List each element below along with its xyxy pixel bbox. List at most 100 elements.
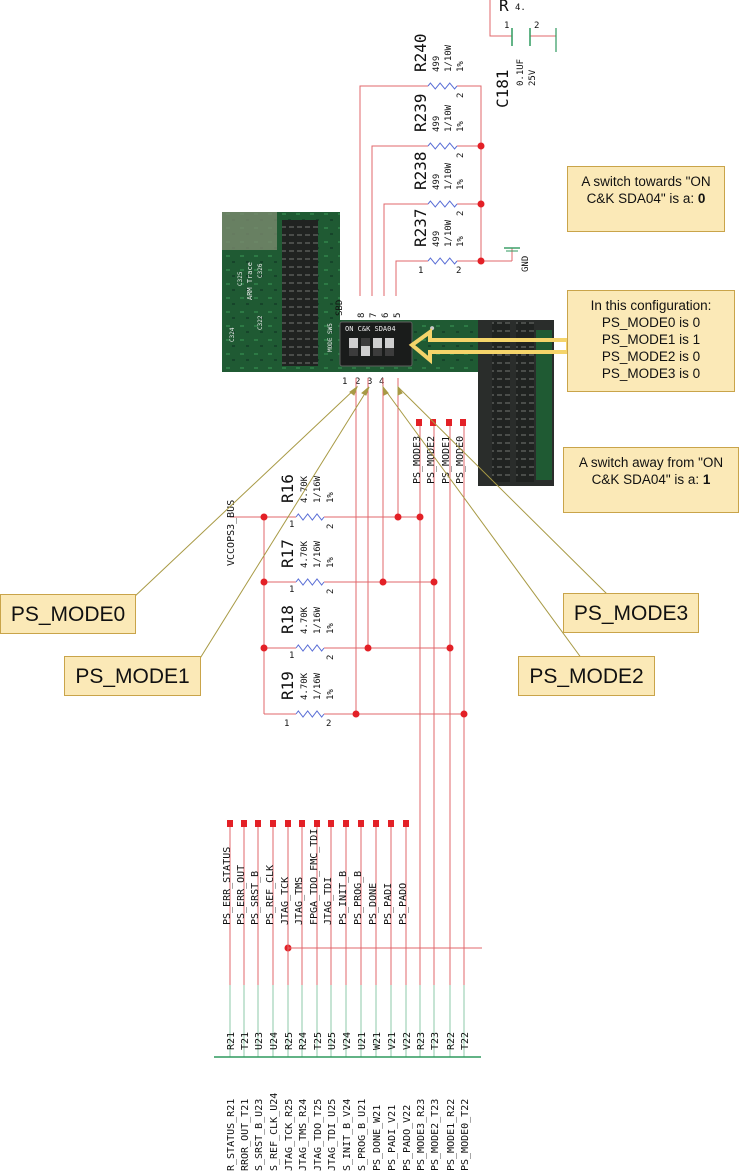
capacitor-c181: C181 0.1UF 25V [493, 59, 538, 108]
config-line-mode2: PS_MODE2 is 0 [601, 349, 701, 364]
resistor-tol: 1% [326, 623, 336, 634]
top-pin1: 1 [504, 21, 509, 31]
resistor-tol: 1% [326, 689, 336, 700]
top-pin-6: 6 [381, 313, 391, 318]
resistor-pin1: 1 [418, 266, 423, 276]
pin-net-name: S_INIT_B_V24 [342, 1099, 353, 1171]
pin-number: V21 [387, 1032, 398, 1050]
resistor-value: 4.70K [300, 606, 310, 634]
resistor-symbol [295, 513, 325, 521]
pin-net-name: RROR_OUT_T21 [240, 1099, 251, 1171]
net-mode2: PS_MODE2 [426, 436, 437, 484]
pin-net-name: PS_MODE1_R22 [446, 1099, 457, 1171]
resistor-value: 499 [432, 231, 442, 247]
resistor-tol: 1% [456, 236, 466, 247]
bus-flag [328, 820, 334, 827]
bus-flag [388, 820, 394, 827]
resistor-tol: 1% [456, 61, 466, 72]
photo-part-c326: C326 [257, 263, 264, 278]
photo-part-c324: C324 [229, 327, 236, 342]
resistor-symbol [427, 142, 458, 150]
top-pin2: 2 [534, 21, 539, 31]
lower-wires [230, 378, 465, 1044]
cap-voltage: 25V [528, 69, 538, 86]
resistor-pin1: 1 [284, 719, 289, 729]
bus-signal-label: PS_ERR_OUT [236, 865, 247, 925]
resistor-symbol [427, 82, 458, 90]
pin-number: T21 [240, 1032, 251, 1050]
pin-number: T25 [313, 1032, 324, 1050]
towards-on-text: A switch towards "ON C&K SDA04" is a: [581, 174, 711, 206]
junctions [260, 142, 485, 952]
resistor-value: 4.70K [300, 672, 310, 700]
net-mode0: PS_MODE0 [455, 436, 466, 484]
resistor-pin2: 2 [456, 153, 466, 158]
pin-net-name: PS_MODE2_T23 [430, 1099, 441, 1171]
photo-dot: ● [430, 324, 435, 332]
bus-flag [373, 820, 379, 827]
resistor-tol: 1% [326, 492, 336, 503]
resistor-ref: R237 [411, 208, 430, 247]
resistor-symbol [295, 578, 325, 586]
away-on-text: A switch away from "ON C&K SDA04" is a: [578, 455, 724, 487]
pin-number: T23 [430, 1032, 441, 1050]
callout-ps-mode1: PS_MODE1 [64, 656, 201, 696]
photo-part-c325: C325 [237, 271, 244, 286]
bus-flag [299, 820, 305, 827]
bus-signal-label: FPGA_TDO_FMC_TDI [309, 829, 320, 925]
resistor-value: 499 [432, 56, 442, 72]
photo-part-c322: C322 [257, 315, 264, 330]
switch-pins: SBD 8 7 6 5 1 2 3 4 [335, 300, 403, 387]
bus-flag [403, 820, 409, 827]
top-pin-8: 8 [357, 313, 367, 318]
top-pin-7: 7 [369, 313, 379, 318]
bus-flag [285, 820, 291, 827]
resistor-symbol [427, 257, 458, 265]
net-mode1: PS_MODE1 [441, 436, 452, 484]
gnd-label: GND [521, 256, 531, 272]
resistor-pin2: 2 [456, 211, 466, 216]
config-line-mode1: PS_MODE1 is 1 [601, 332, 701, 347]
resistor-power: 1/10W [444, 104, 454, 132]
bus-flag [241, 820, 247, 827]
resistor-ref: R17 [278, 539, 297, 568]
pin-net-name: PS_DONE_W21 [372, 1105, 383, 1171]
resistor-power: 1/16W [313, 672, 323, 700]
bus-signal-label: PS_ERR_STATUS [222, 847, 233, 925]
resistor-pin2: 2 [456, 266, 461, 276]
bus-signal-label: JTAG_TDI [323, 877, 334, 925]
resistor-tol: 1% [456, 179, 466, 190]
resistor-ref: R19 [278, 671, 297, 700]
resistor-pin1: 1 [289, 585, 294, 595]
top-fragment: R 4. 1 2 [489, 0, 557, 52]
gnd-symbol: GND [504, 247, 531, 272]
pin-net-name: PS_PADI_V21 [387, 1105, 398, 1171]
pin-net-name: S_SRST_B_U23 [254, 1099, 265, 1171]
bus-signal-label: PS_PROG_B [353, 871, 364, 925]
cap-ref: C181 [493, 69, 512, 108]
resistor-power: 1/16W [313, 540, 323, 568]
pin-number: R21 [226, 1032, 237, 1050]
bot-pin-3: 3 [367, 377, 372, 387]
bus-signal-label: PS_PADO [398, 883, 409, 925]
pin-number: U23 [254, 1032, 265, 1050]
resistor-power: 1/10W [444, 44, 454, 72]
bus-flag [343, 820, 349, 827]
resistor-power: 1/10W [444, 219, 454, 247]
pin-number: W21 [372, 1032, 383, 1050]
switch-ref: SBD [335, 300, 345, 316]
pin-number: V22 [402, 1032, 413, 1050]
towards-on-value: 0 [697, 191, 706, 206]
pin-net-name: JTAG_TCK_R25 [284, 1099, 295, 1171]
pin-number: U25 [327, 1032, 338, 1050]
resistor-pin2: 2 [456, 93, 466, 98]
resistor-ref: R240 [411, 33, 430, 72]
bus-flag [227, 820, 233, 827]
pin-net-name: PS_MODE0_T22 [460, 1099, 471, 1171]
bus-signal-label: JTAG_TCK [280, 877, 291, 925]
bus-flag [314, 820, 320, 827]
top-pin-5: 5 [393, 313, 403, 318]
bus-flag [270, 820, 276, 827]
